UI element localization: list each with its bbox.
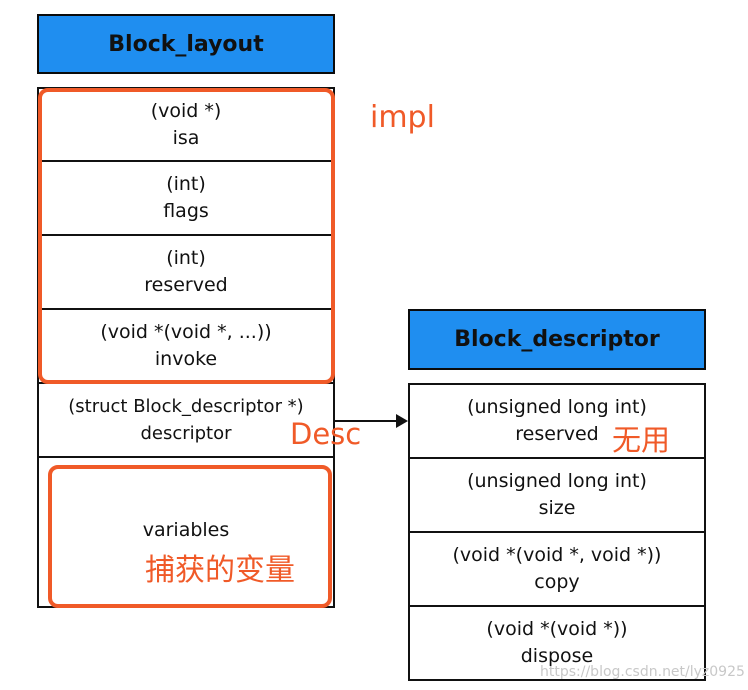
field-type: (void *(void *, ...))	[100, 321, 272, 343]
field-type: (int)	[166, 173, 206, 195]
field-type: (int)	[166, 247, 206, 269]
captured-variables-highlight-frame	[48, 465, 332, 608]
block-layout-field-flags: (int) flags	[37, 160, 335, 236]
field-name: copy	[534, 571, 580, 593]
field-type: (struct Block_descriptor *)	[68, 396, 304, 417]
field-name: invoke	[154, 348, 218, 370]
block-descriptor-title: Block_descriptor	[454, 327, 660, 352]
block-layout-field-invoke: (void *(void *, ...)) invoke	[37, 308, 335, 384]
field-type: (void *(void *))	[486, 618, 628, 640]
block-descriptor-header: Block_descriptor	[408, 309, 706, 370]
captured-variables-annotation: 捕获的变量	[145, 553, 295, 588]
field-name: flags	[163, 200, 209, 222]
unused-annotation: 无用	[612, 423, 671, 457]
field-name: reserved	[144, 274, 228, 296]
field-name: size	[538, 497, 576, 519]
field-type: (unsigned long int)	[467, 470, 647, 492]
block-layout-header: Block_layout	[37, 14, 335, 74]
block-descriptor-field-reserved: (unsigned long int) reserved	[408, 383, 706, 459]
impl-highlight-frame	[38, 88, 335, 384]
field-name: reserved	[515, 423, 599, 445]
block-layout-field-variables: variables	[37, 456, 335, 608]
block-descriptor-field-copy: (void *(void *, void *)) copy	[408, 531, 706, 607]
field-type: (void *(void *, void *))	[452, 544, 662, 566]
impl-annotation: impl	[370, 100, 435, 135]
field-name: dispose	[520, 645, 594, 667]
block-layout-field-reserved: (int) reserved	[37, 234, 335, 310]
field-type: (unsigned long int)	[467, 396, 647, 418]
desc-annotation: Desc	[290, 417, 362, 451]
block-descriptor-field-size: (unsigned long int) size	[408, 457, 706, 533]
block-descriptor-field-dispose: (void *(void *)) dispose	[408, 605, 706, 681]
block-layout-title: Block_layout	[108, 31, 264, 57]
watermark: https://blog.csdn.net/lyz0925	[540, 664, 745, 680]
field-name: variables	[142, 518, 230, 541]
field-name: isa	[172, 126, 200, 149]
arrow-head	[396, 414, 408, 428]
field-type: (void *)	[150, 99, 222, 122]
field-name: descriptor	[140, 423, 232, 444]
